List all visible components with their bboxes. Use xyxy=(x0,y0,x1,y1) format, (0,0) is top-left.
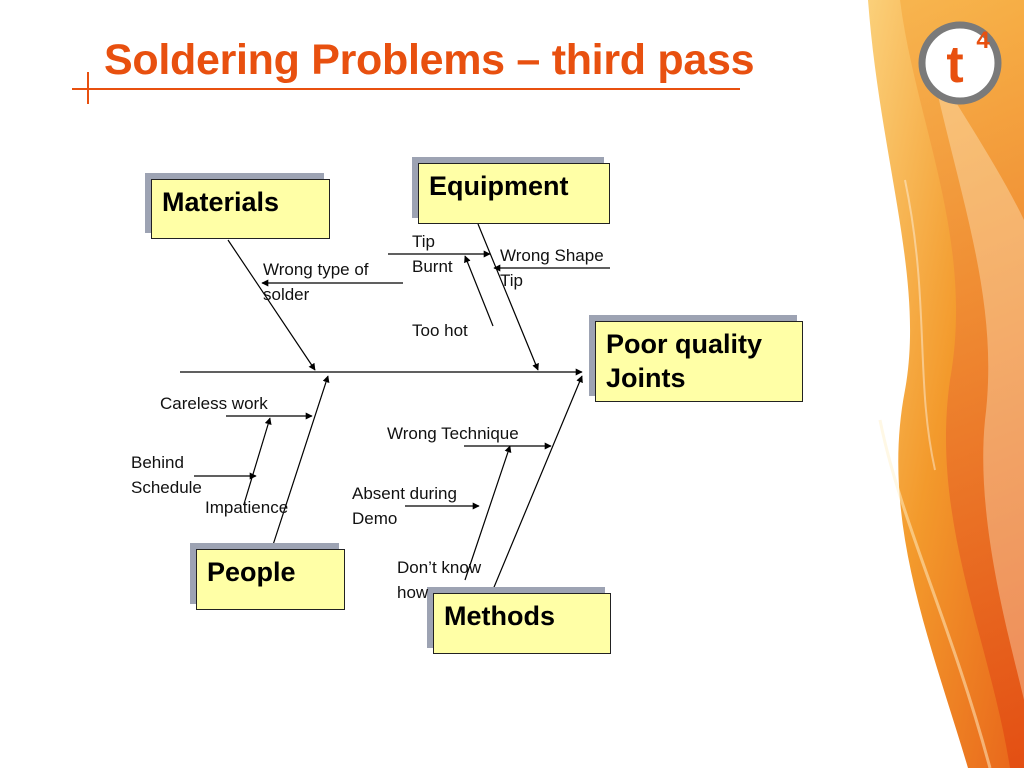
equipment-label: Equipment xyxy=(429,171,569,201)
cause-behind-schedule: Behind Schedule xyxy=(131,453,202,497)
cause-dont-know-how: Don’t know how xyxy=(397,558,482,602)
cause-careless-work: Careless work xyxy=(160,394,268,413)
effect-label-line2: Joints xyxy=(606,362,686,393)
dont-know-how-arrow xyxy=(464,445,512,581)
methods-bone xyxy=(491,375,583,593)
cause-tip-burnt: Tip Burnt xyxy=(412,232,453,276)
equipment-box: Equipment xyxy=(418,163,610,224)
effect-label-line1: Poor quality xyxy=(606,329,763,359)
slide-title: Soldering Problems – third pass xyxy=(104,36,755,84)
equipment-bone xyxy=(477,223,539,371)
cause-wrong-technique: Wrong Technique xyxy=(387,424,519,443)
methods-box: Methods xyxy=(433,593,611,654)
cause-impatience: Impatience xyxy=(205,498,289,517)
people-box: People xyxy=(196,549,345,610)
people-bone xyxy=(271,375,330,549)
methods-label: Methods xyxy=(444,601,555,631)
cause-too-hot: Too hot xyxy=(412,321,468,340)
cause-wrong-type-solder: Wrong type of solder xyxy=(263,260,369,304)
materials-box: Materials xyxy=(151,179,330,239)
logo-letter: t xyxy=(946,36,963,94)
people-label: People xyxy=(207,557,296,587)
materials-label: Materials xyxy=(162,187,280,217)
too-hot-arrow xyxy=(464,255,494,327)
effect-box: Poor quality Joints xyxy=(595,321,803,402)
impatience-arrow xyxy=(243,417,272,505)
cause-wrong-shape-tip: Wrong Shape Tip xyxy=(500,246,604,290)
materials-bone xyxy=(227,239,316,371)
t4-logo: t 4 xyxy=(918,21,1002,105)
logo-superscript: 4 xyxy=(976,27,990,54)
cause-absent-demo: Absent during Demo xyxy=(352,484,457,528)
